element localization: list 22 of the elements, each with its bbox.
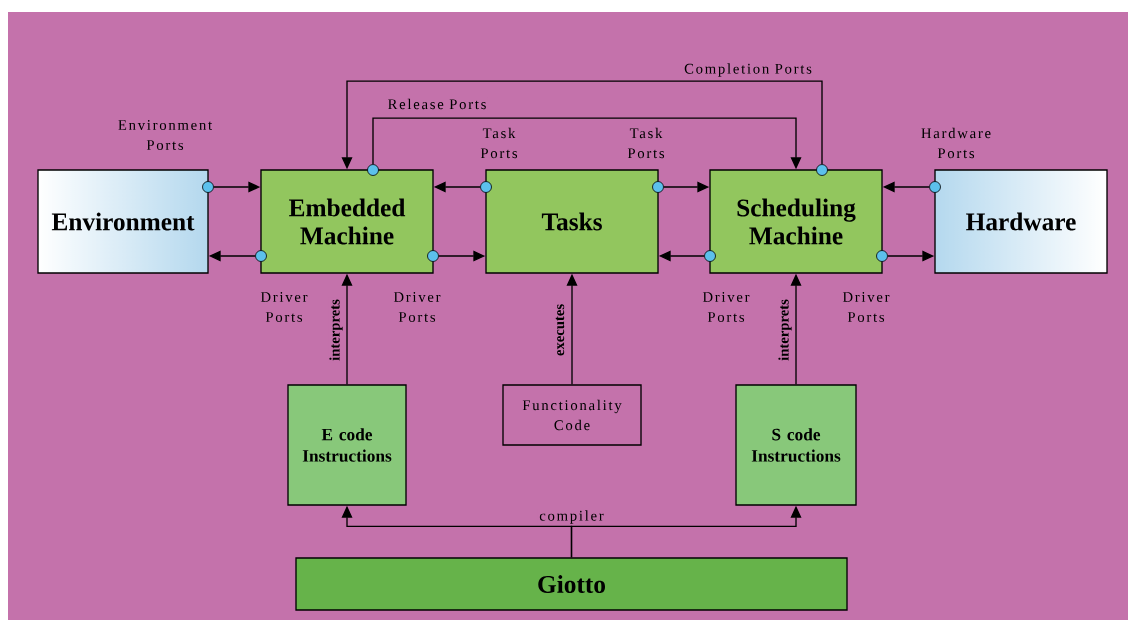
edge-label: Completion Ports	[682, 62, 814, 78]
language-bar: Giotto	[295, 557, 848, 611]
edge-label: interprets	[777, 297, 793, 363]
port-label: Driver Ports	[842, 292, 890, 322]
edge-label: interprets	[328, 297, 344, 363]
code-box: S code Instructions	[735, 384, 857, 506]
port-label: Environment Ports	[118, 120, 212, 150]
component-box: Hardware	[934, 169, 1108, 274]
code-box: Functionality Code	[502, 384, 642, 446]
machine-box: Embedded Machine	[260, 169, 434, 274]
port-label: Driver Ports	[260, 292, 308, 322]
machine-box: Tasks	[485, 169, 659, 274]
port-label: Hardware Ports	[921, 127, 991, 159]
edge-label: compiler	[537, 509, 606, 525]
port-label: Task Ports	[480, 127, 518, 159]
port-label: Driver Ports	[393, 292, 441, 322]
edge-label: executes	[554, 302, 566, 358]
code-box: E code Instructions	[287, 384, 407, 506]
port-label: Driver Ports	[702, 292, 750, 322]
machine-box: Scheduling Machine	[709, 169, 883, 274]
component-box: Environment	[37, 169, 209, 274]
port-label: Task Ports	[627, 127, 665, 159]
